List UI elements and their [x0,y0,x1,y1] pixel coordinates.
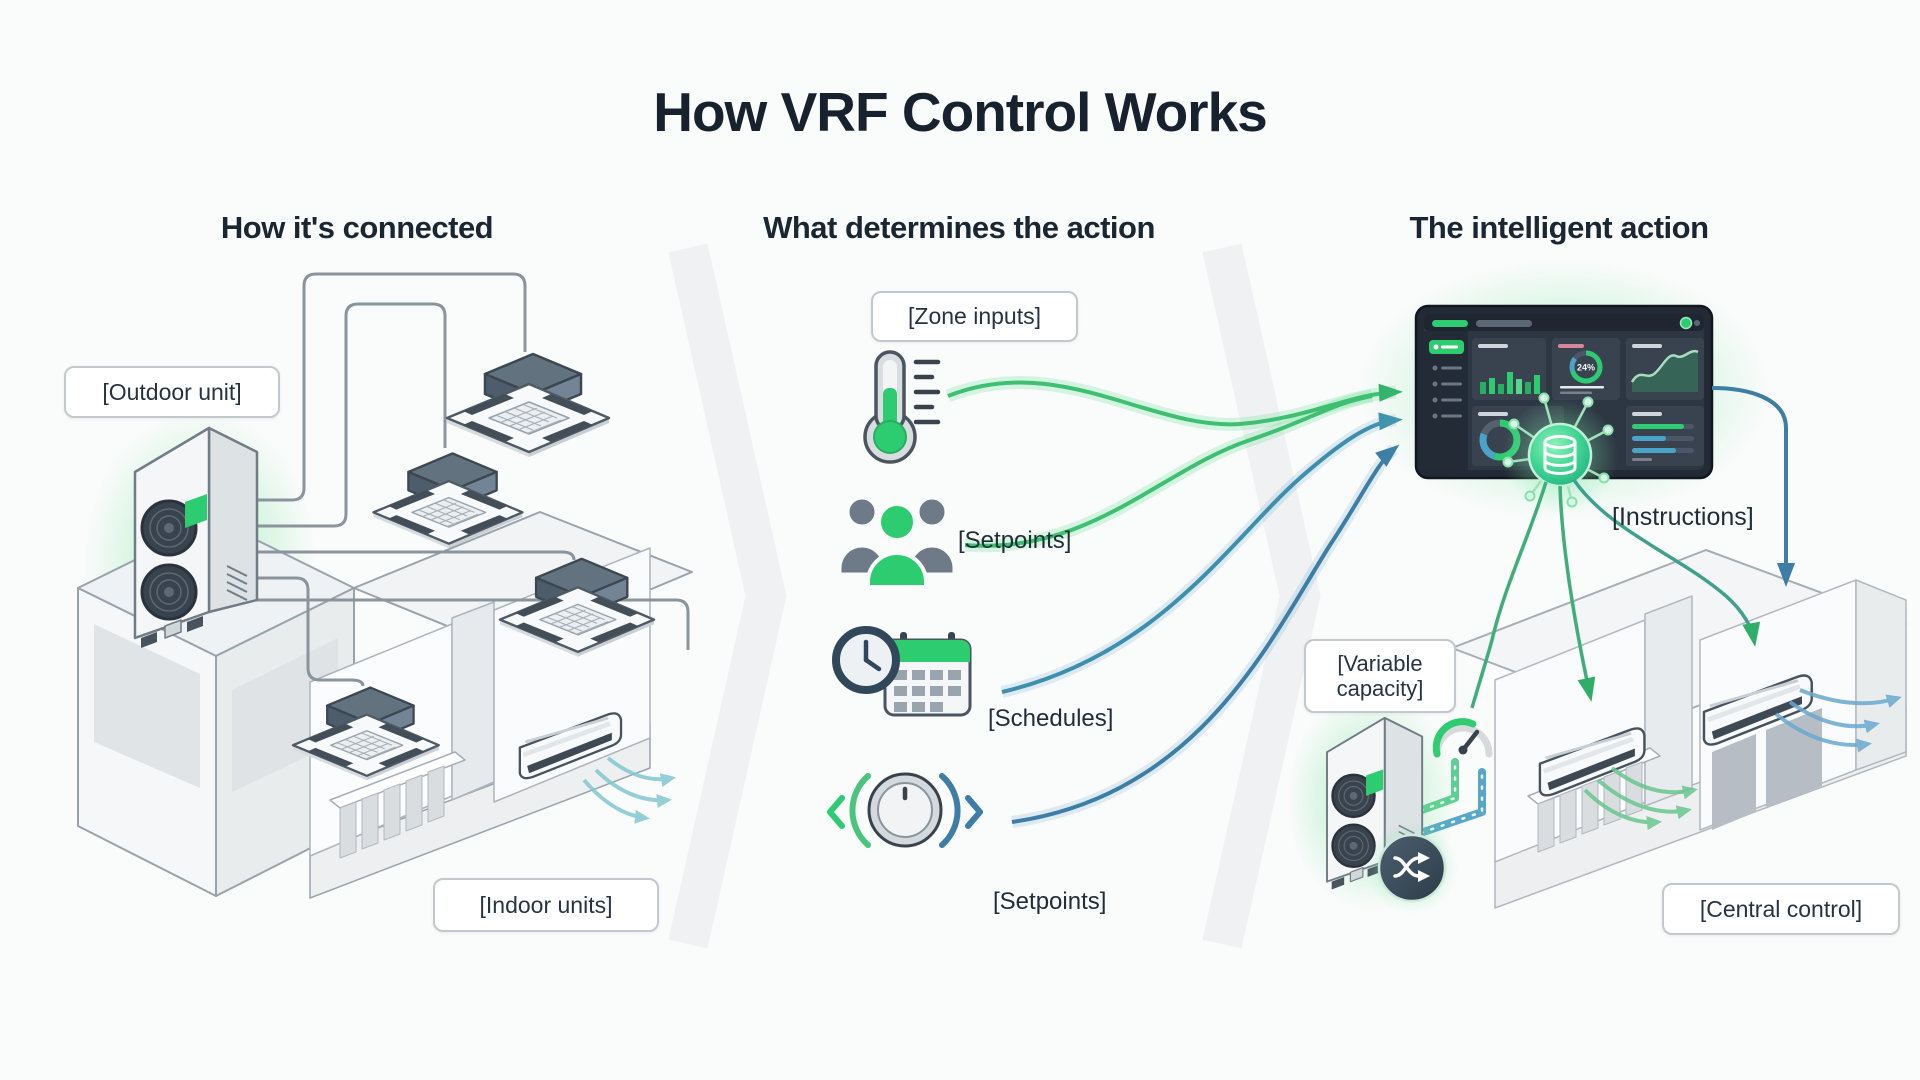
indoor-units-label: [Indoor units] [433,878,659,932]
central-control-label: [Central control] [1662,883,1900,935]
header-intelligent-action: The intelligent action [1409,210,1709,245]
page-title: How VRF Control Works [653,81,1268,143]
cassette-unit [447,354,609,457]
header-what-determines: What determines the action [763,210,1155,245]
column-dividers [668,243,1321,949]
dial-setpoints-label: [Setpoints] [993,888,1107,915]
variable-capacity-label: [Variable capacity] [1304,639,1456,713]
action-illustration: 24% [1287,260,1907,914]
connected-illustration [77,272,693,899]
input-flow-arrows [945,376,1403,828]
occupancy-icon [838,496,956,589]
airflow-arrows [582,756,676,824]
avatar [1679,316,1693,330]
dashboard-bar-chart [1472,338,1546,400]
dashboard-donut-gauge: 24% [1552,338,1620,400]
schedule-icon [832,626,972,717]
outdoor-unit-label: [Outdoor unit] [64,366,280,418]
piping-lines [257,272,690,687]
airflow-arrows [1583,766,1698,830]
instruction-connectors [1470,386,1795,709]
schedules-label: [Schedules] [988,705,1114,732]
thermometer-icon [863,350,941,464]
database-hub-icon [1502,392,1618,513]
right-building [1451,549,1907,909]
airflow-arrows [1774,688,1902,753]
chevron-right-icon [965,795,983,829]
chevron-left-icon [827,795,845,829]
dashboard-sidebar [1424,331,1468,470]
inputs-icons [827,350,983,848]
dashboard-progress-card [1626,406,1704,466]
donut-value: 24% [1577,363,1595,373]
header-how-connected: How it's connected [220,210,494,245]
instructions-label: [Instructions] [1612,503,1754,531]
zone-inputs-label: [Zone inputs] [871,291,1078,342]
dashboard-area-chart [1626,338,1704,400]
shuffle-icon [1366,822,1458,914]
dial-icon [827,772,983,848]
occupancy-setpoints-label: [Setpoints] [958,527,1072,554]
